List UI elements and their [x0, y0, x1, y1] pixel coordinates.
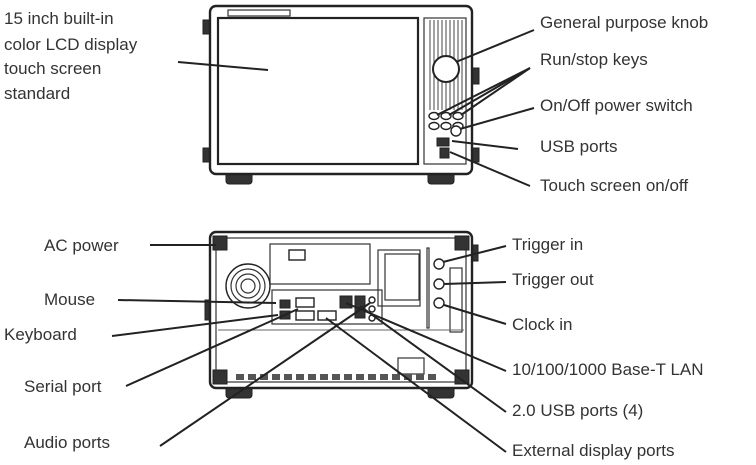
display-label-line-4: standard [4, 84, 70, 103]
clock-in-connector [433, 297, 445, 309]
lan-port [339, 295, 353, 309]
display-label-line-1: 15 inch built-in [4, 9, 114, 28]
trigger-out-label: Trigger out [512, 270, 594, 289]
touch-screen-button [439, 147, 450, 159]
clock-in-label: Clock in [512, 315, 572, 334]
audio-ports-label: Audio ports [24, 433, 110, 452]
knob-label: General purpose knob [540, 13, 708, 32]
front-panel-drawing [202, 4, 480, 185]
mouse-port [279, 299, 291, 309]
serial-port-label: Serial port [24, 377, 102, 396]
mouse-label: Mouse [44, 290, 95, 309]
lan-label: 10/100/1000 Base-T LAN [512, 360, 704, 379]
usb2-label: 2.0 USB ports (4) [512, 401, 643, 420]
external-display-label: External display ports [512, 441, 675, 460]
trigger-in-connector [433, 258, 445, 270]
serial-port [295, 297, 315, 308]
display-label-line-3: touch screen [4, 59, 101, 78]
power-switch-label: On/Off power switch [540, 96, 693, 115]
ac-power-label: AC power [44, 236, 119, 255]
audio-port [368, 296, 376, 304]
trigger-out-connector [433, 278, 445, 290]
general-purpose-knob [432, 55, 460, 83]
keyboard-label: Keyboard [4, 325, 77, 344]
lcd-display [216, 16, 420, 166]
run-stop-keys [428, 111, 464, 131]
power-switch [450, 125, 462, 137]
front-leader-lines [177, 29, 535, 187]
usb-ports-label: USB ports [540, 137, 617, 156]
fan [225, 263, 271, 309]
external-display-port [317, 310, 337, 321]
display-label-line-2: color LCD display [4, 35, 138, 54]
run-stop-label: Run/stop keys [540, 50, 648, 69]
rear-leader-lines [111, 244, 507, 453]
bottom-vent [236, 374, 436, 380]
touch-screen-label: Touch screen on/off [540, 176, 688, 195]
front-usb-ports [436, 137, 450, 147]
trigger-in-label: Trigger in [512, 235, 583, 254]
rear-panel-drawing [204, 230, 479, 399]
